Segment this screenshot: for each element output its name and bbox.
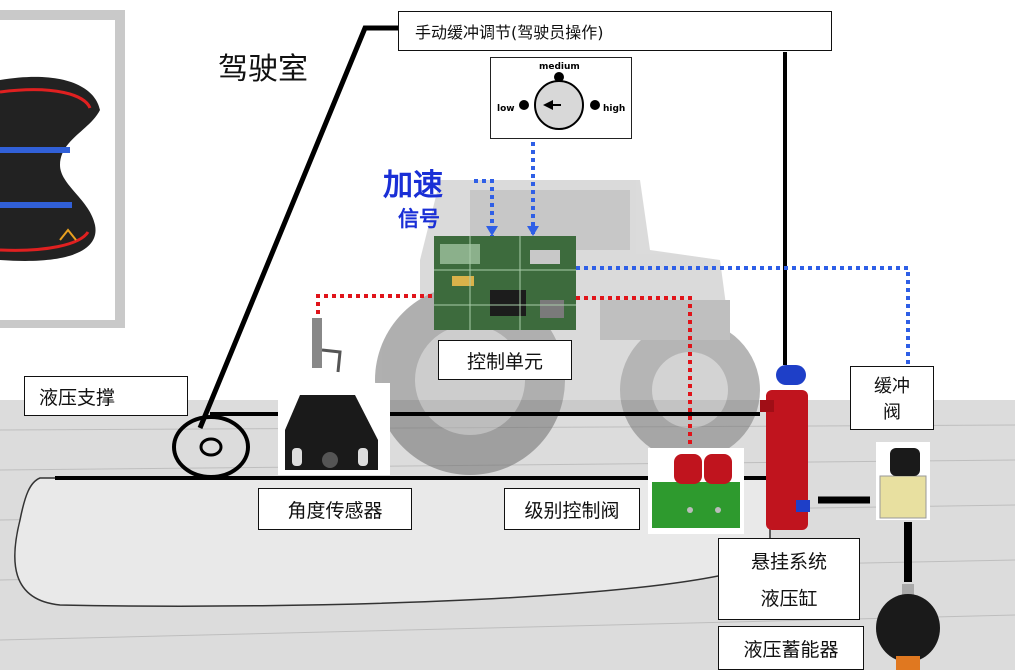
- suspension-cylinder-image: [760, 365, 810, 530]
- control-unit-label: 控制单元: [438, 340, 572, 380]
- damping-knob-panel: medium low high: [490, 57, 632, 139]
- accel-signal-label-line1: 加速: [383, 168, 443, 203]
- air-spring-image: [0, 10, 125, 328]
- cab-frame-line: [197, 25, 398, 429]
- level-control-valve-image: [648, 448, 744, 534]
- knob-graphic: [519, 72, 600, 130]
- accel-signal-label-line2: 信号: [398, 207, 440, 231]
- knob-low-label: low: [497, 104, 515, 114]
- damping-valve-label-line1: 缓冲: [874, 376, 910, 397]
- signal-lines-blue: [474, 142, 910, 366]
- knob-high-label: high: [603, 104, 626, 114]
- hydraulic-support-label: 液压支撑: [24, 376, 188, 416]
- signal-lines-red: [316, 294, 692, 450]
- cab-label: 驾驶室: [218, 52, 308, 87]
- accumulator-image: [876, 584, 940, 670]
- signal-arrowheads-blue: [486, 226, 539, 236]
- level-valve-label: 级别控制阀: [504, 488, 640, 530]
- damping-valve-label-line2: 阀: [883, 402, 901, 423]
- cylinder-label: 悬挂系统 液压缸: [718, 538, 860, 620]
- angle-sensor-label: 角度传感器: [258, 488, 412, 530]
- damping-valve-label: 缓冲 阀: [850, 366, 934, 430]
- pivot-joint: [172, 415, 250, 479]
- cylinder-label-line2: 液压缸: [760, 588, 818, 610]
- pivot-joint-inner: [199, 437, 223, 457]
- damping-valve-image: [876, 442, 930, 520]
- manual-adjust-label: 手动缓冲调节(驾驶员操作): [398, 11, 832, 51]
- accumulator-label: 液压蓄能器: [718, 626, 864, 670]
- knob-medium-label: medium: [539, 62, 580, 72]
- cylinder-label-line1: 悬挂系统: [750, 551, 827, 573]
- control-unit-board-image: [434, 236, 576, 330]
- angle-sensor-image: [278, 318, 390, 475]
